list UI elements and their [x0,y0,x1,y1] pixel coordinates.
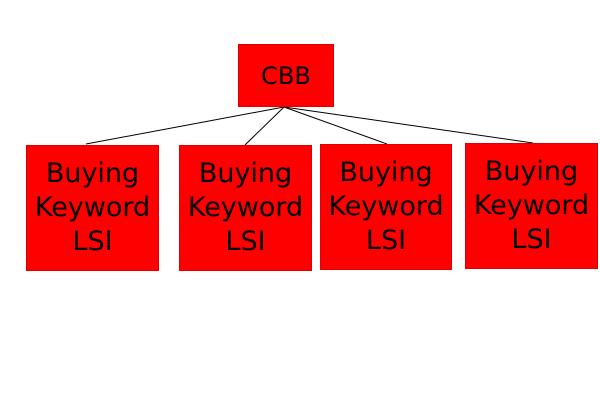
connector-line-1 [85,106,285,145]
child-node-1: Buying Keyword LSI [26,145,159,271]
root-node-label: CBB [261,61,311,90]
child-node-text-line: Keyword [187,192,304,223]
child-node-text-line: LSI [365,225,407,256]
child-node-text-line: Buying [198,158,293,189]
connector-line-3 [283,106,388,145]
connector-line-4 [283,106,534,144]
connector-line-2 [244,106,285,146]
root-node: CBB [238,44,334,107]
child-node-text-line: Keyword [473,190,590,221]
child-node-text-line: Buying [45,158,140,189]
child-node-4: Buying Keyword LSI [465,143,598,269]
child-node-text-line: Keyword [34,192,151,223]
child-node-2: Buying Keyword LSI [179,145,312,271]
child-node-text-line: Buying [339,157,433,188]
child-node-text-line: Buying [484,156,579,187]
child-node-3: Buying Keyword LSI [320,144,452,270]
child-node-text-line: LSI [72,226,113,257]
child-node-text-line: LSI [511,224,552,255]
child-node-text-line: Keyword [328,191,444,222]
child-node-text-line: LSI [225,226,266,257]
